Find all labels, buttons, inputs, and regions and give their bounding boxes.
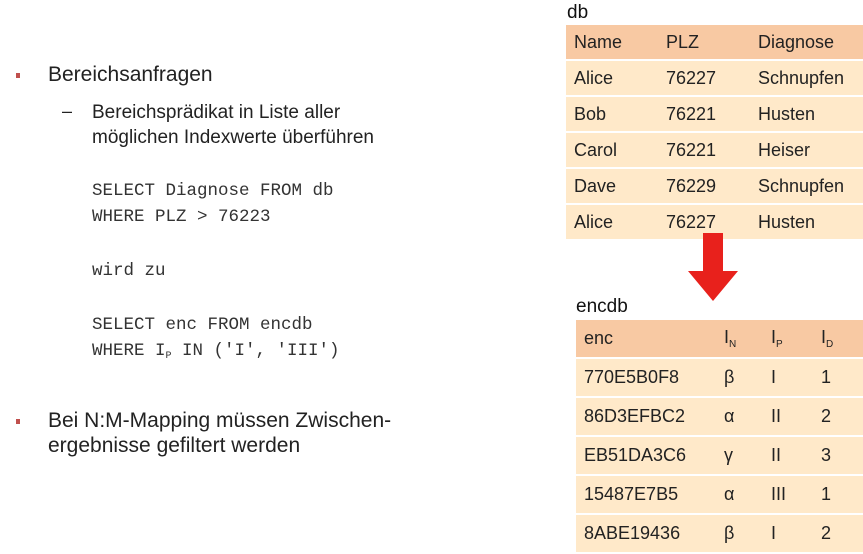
encdb-header-cell: ID <box>813 320 863 359</box>
encdb-header-cell: IP <box>763 320 813 359</box>
sql-query-2-line-2: WHERE IP IN ('I', 'III') <box>92 339 340 369</box>
header-subscript: P <box>776 339 783 350</box>
encdb-cell: III <box>763 475 813 515</box>
db-cell: 76227 <box>658 60 750 97</box>
db-cell: Schnupfen <box>750 168 863 205</box>
encdb-cell: I <box>763 358 813 398</box>
sql-where-prefix: WHERE I <box>92 341 166 361</box>
header-subscript: N <box>729 339 737 350</box>
encdb-cell: α <box>716 397 763 437</box>
db-cell: Husten <box>750 96 863 133</box>
encdb-cell: γ <box>716 436 763 476</box>
sub-bullet-line-1: Bereichsprädikat in Liste aller <box>92 102 341 123</box>
bullet-2-line-2: ergebnisse gefiltert werden <box>48 434 301 457</box>
sql-query-1-line-1: SELECT Diagnose FROM db <box>92 181 334 201</box>
db-cell: Heiser <box>750 132 863 169</box>
db-table-title: db <box>567 2 589 23</box>
arrow-shape <box>688 233 738 301</box>
db-cell: Carol <box>566 132 658 169</box>
bullet-2-line-1: Bei N:M-Mapping müssen Zwischen- <box>48 409 392 432</box>
encdb-cell: 1 <box>813 475 863 515</box>
code-transition-text: wird zu <box>92 261 166 281</box>
db-cell: Dave <box>566 168 658 205</box>
encdb-cell: 1 <box>813 358 863 398</box>
sql-in-clause: IN ('I', 'III') <box>171 341 340 361</box>
encdb-cell: 86D3EFBC2 <box>576 397 716 437</box>
bullet-1-text: Bereichsanfragen <box>48 63 213 86</box>
encdb-cell: 15487E7B5 <box>576 475 716 515</box>
encdb-cell: EB51DA3C6 <box>576 436 716 476</box>
sql-query-2-line-1: SELECT enc FROM encdb <box>92 315 313 335</box>
sub-bullet-line-2: möglichen Indexwerte überführen <box>92 127 375 148</box>
encdb-header-cell: IN <box>716 320 763 359</box>
encdb-cell: β <box>716 358 763 398</box>
db-cell: Schnupfen <box>750 60 863 97</box>
header-subscript: D <box>826 339 834 350</box>
down-arrow-icon <box>688 233 738 301</box>
bullet-marker <box>16 73 20 78</box>
encdb-cell: I <box>763 514 813 554</box>
db-cell: 76229 <box>658 168 750 205</box>
db-cell: Alice <box>566 204 658 241</box>
encdb-cell: 3 <box>813 436 863 476</box>
slide-content: Bereichsanfragen – Bereichsprädikat in L… <box>16 63 392 457</box>
bullet-marker <box>16 419 20 424</box>
db-header-cell: Diagnose <box>750 25 863 61</box>
encdb-cell: α <box>716 475 763 515</box>
header-base: I <box>724 327 730 347</box>
db-cell: Bob <box>566 96 658 133</box>
encdb-table-title: encdb <box>576 296 628 317</box>
sub-bullet-dash: – <box>62 101 73 121</box>
header-base: enc <box>584 328 614 348</box>
db-cell: 76221 <box>658 96 750 133</box>
db-header-cell: PLZ <box>658 25 750 61</box>
db-cell: 76221 <box>658 132 750 169</box>
encdb-cell: 8ABE19436 <box>576 514 716 554</box>
encdb-header-cell: enc <box>576 320 716 359</box>
encdb-cell: β <box>716 514 763 554</box>
header-base: I <box>771 327 777 347</box>
db-header-cell: Name <box>566 25 658 61</box>
db-cell: Husten <box>750 204 863 241</box>
encdb-cell: II <box>763 436 813 476</box>
db-cell: Alice <box>566 60 658 97</box>
header-base: I <box>821 327 827 347</box>
encdb-cell: II <box>763 397 813 437</box>
sql-query-1-line-2: WHERE PLZ > 76223 <box>92 207 271 227</box>
encdb-cell: 2 <box>813 514 863 554</box>
encdb-cell: 2 <box>813 397 863 437</box>
sql-index-subscript: P <box>165 351 172 362</box>
encdb-cell: 770E5B0F8 <box>576 358 716 398</box>
